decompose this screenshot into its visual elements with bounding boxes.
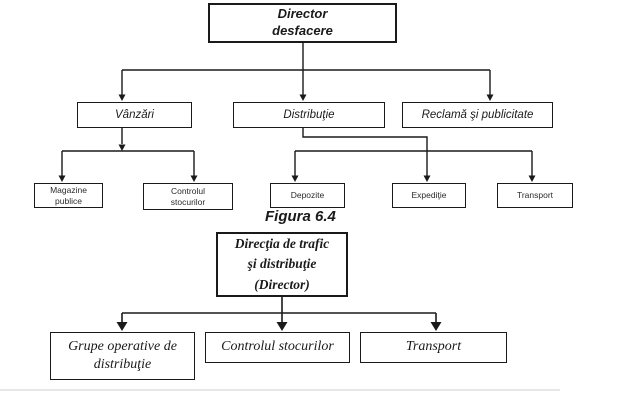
arrowhead-to-controlul-stocurilor <box>276 322 288 331</box>
arrowhead-to-transport2 <box>430 322 442 331</box>
org1-node-magazine-publice: Magazine publice <box>34 183 103 208</box>
figure-caption: Figura 6.4 <box>265 208 336 225</box>
org1-node-transport: Transport <box>497 183 573 208</box>
org2-root-directia-trafic: Direcţia de trafic şi distribuţie (Direc… <box>216 232 348 297</box>
org2-node-controlul-stocurilor: Controlul stocurilor <box>205 332 350 363</box>
org1-node-distributie: Distribuţie <box>233 102 385 128</box>
arrowhead-to-depozite <box>291 175 299 182</box>
org1-node-depozite: Depozite <box>270 183 345 208</box>
arrowhead-to-distributie <box>299 94 307 101</box>
org1-node-controlul-stocurilor: Controlul stocurilor <box>143 183 233 210</box>
org2-node-transport: Transport <box>360 332 507 363</box>
arrowhead-mid-split <box>118 144 126 151</box>
org1-node-vanzari: Vânzări <box>77 102 192 128</box>
arrowhead-to-transport <box>528 175 536 182</box>
org1-root-director-desfacere: Director desfacere <box>208 3 397 43</box>
arrowhead-to-controlul <box>190 175 198 182</box>
arrowhead-to-reclama <box>486 94 494 101</box>
arrowhead-to-expeditie <box>423 175 431 182</box>
org1-vanzari-branch-lines <box>58 128 198 182</box>
arrowhead-to-magazine <box>58 175 66 182</box>
org2-branch-lines <box>116 297 442 331</box>
org1-node-expeditie: Expediţie <box>392 183 466 208</box>
org1-distributie-branch-lines <box>291 128 536 182</box>
arrowhead-to-vanzari <box>118 94 126 101</box>
org1-node-reclama-publicitate: Reclamă şi publicitate <box>402 102 553 128</box>
org2-node-grupe-operative: Grupe operative de distribuţie <box>50 332 195 380</box>
org1-root-branch-lines <box>118 43 494 101</box>
arrowhead-to-grupe <box>116 322 128 331</box>
